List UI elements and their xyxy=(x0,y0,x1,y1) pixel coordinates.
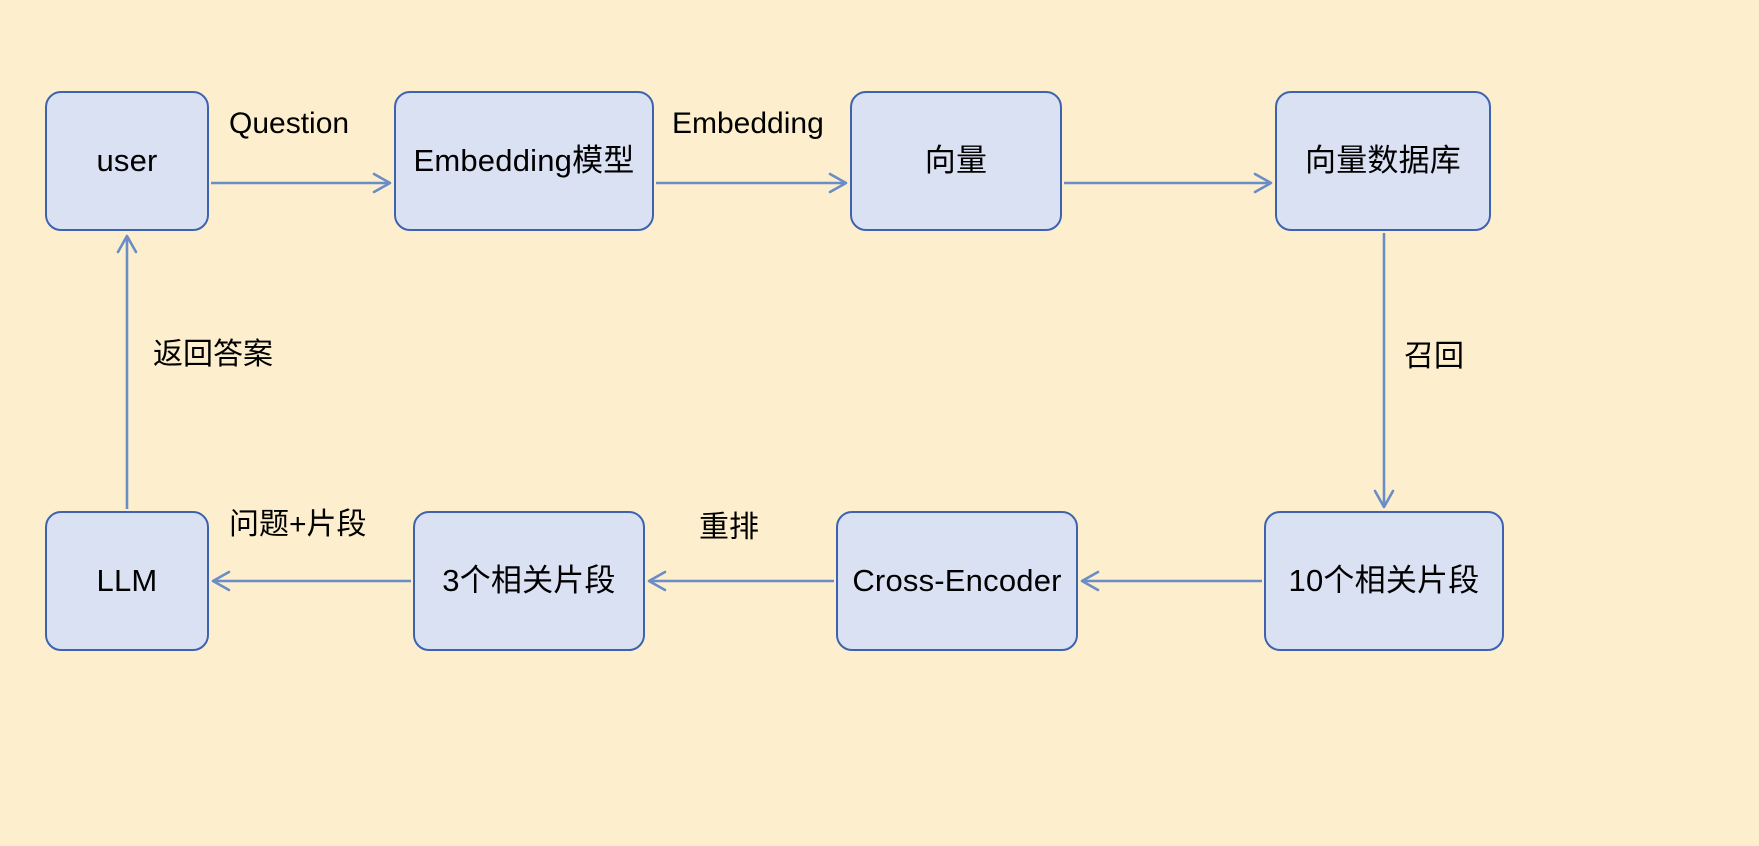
edge-label-rerank: 重排 xyxy=(699,511,759,544)
edge-ten-chunks-to-cross-encoder xyxy=(1080,570,1262,592)
node-user[interactable]: user xyxy=(45,91,209,231)
edge-user-to-embedding-model xyxy=(211,172,392,194)
node-vector-database[interactable]: 向量数据库 xyxy=(1275,91,1491,231)
edge-label-question-plus-chunks: 问题+片段 xyxy=(229,508,367,541)
node-llm[interactable]: LLM xyxy=(45,511,209,651)
edge-vector-db-to-ten-chunks xyxy=(1373,233,1395,509)
node-cross-encoder-label: Cross-Encoder xyxy=(852,563,1062,599)
node-cross-encoder[interactable]: Cross-Encoder xyxy=(836,511,1078,651)
edge-label-return-answer: 返回答案 xyxy=(153,338,273,371)
edge-label-question: Question xyxy=(229,107,350,140)
node-llm-label: LLM xyxy=(96,563,158,599)
edge-label-recall: 召回 xyxy=(1404,340,1464,373)
node-ten-relevant-chunks-label: 10个相关片段 xyxy=(1288,563,1480,599)
node-embedding-model-label: Embedding模型 xyxy=(413,143,635,179)
node-vector[interactable]: 向量 xyxy=(850,91,1062,231)
edge-vector-to-vector-db xyxy=(1064,172,1273,194)
node-ten-relevant-chunks[interactable]: 10个相关片段 xyxy=(1264,511,1504,651)
node-vector-database-label: 向量数据库 xyxy=(1305,143,1461,179)
node-embedding-model[interactable]: Embedding模型 xyxy=(394,91,654,231)
node-three-relevant-chunks[interactable]: 3个相关片段 xyxy=(413,511,645,651)
edge-three-chunks-to-llm xyxy=(211,570,411,592)
edge-cross-encoder-to-three-chunks xyxy=(647,570,834,592)
node-vector-label: 向量 xyxy=(924,143,988,179)
edge-label-embedding: Embedding xyxy=(672,107,824,140)
edge-embedding-model-to-vector xyxy=(656,172,848,194)
node-user-label: user xyxy=(96,143,158,179)
edge-llm-to-user xyxy=(116,234,138,509)
node-three-relevant-chunks-label: 3个相关片段 xyxy=(442,563,616,599)
